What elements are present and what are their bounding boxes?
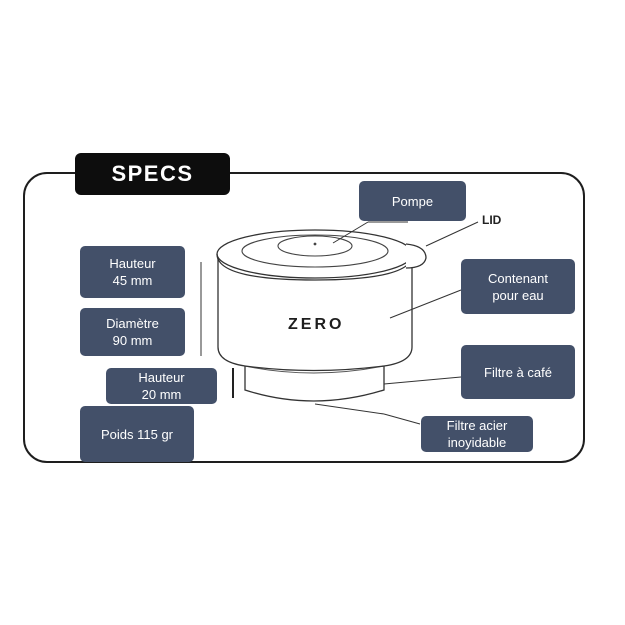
lid-leader (425, 221, 479, 247)
label-diametre: Diamètre 90 mm (80, 308, 185, 356)
brand-logo: ZERO (288, 316, 345, 333)
lid-edge (216, 253, 414, 281)
label-filtre-acier: Filtre acier inoyidable (421, 416, 533, 452)
specs-frame (23, 172, 585, 463)
lid-inner-ring (241, 234, 389, 268)
label-hauteur-20: Hauteur 20 mm (106, 368, 217, 404)
label-contenant: Contenant pour eau (461, 259, 575, 314)
coffee-filter-rim (244, 365, 385, 374)
container-body (217, 255, 413, 372)
contenant-leader (389, 289, 462, 319)
pump-knob-center (313, 242, 317, 246)
specs-title: SPECS (75, 153, 230, 195)
label-pompe: Pompe (359, 181, 466, 221)
label-hauteur-45: Hauteur 45 mm (80, 246, 185, 298)
pump-knob (277, 235, 353, 257)
coffee-filter-body (244, 365, 385, 402)
filtre-acier-leader-a (383, 413, 421, 425)
label-poids: Poids 115 gr (80, 406, 194, 462)
pompe-leader-b (332, 221, 369, 244)
filtre-acier-leader-b (314, 403, 385, 415)
filtre-cafe-leader (383, 376, 462, 385)
lid-label: LID (482, 213, 502, 227)
label-filtre-cafe: Filtre à café (461, 345, 575, 399)
lid-handle (405, 243, 427, 269)
